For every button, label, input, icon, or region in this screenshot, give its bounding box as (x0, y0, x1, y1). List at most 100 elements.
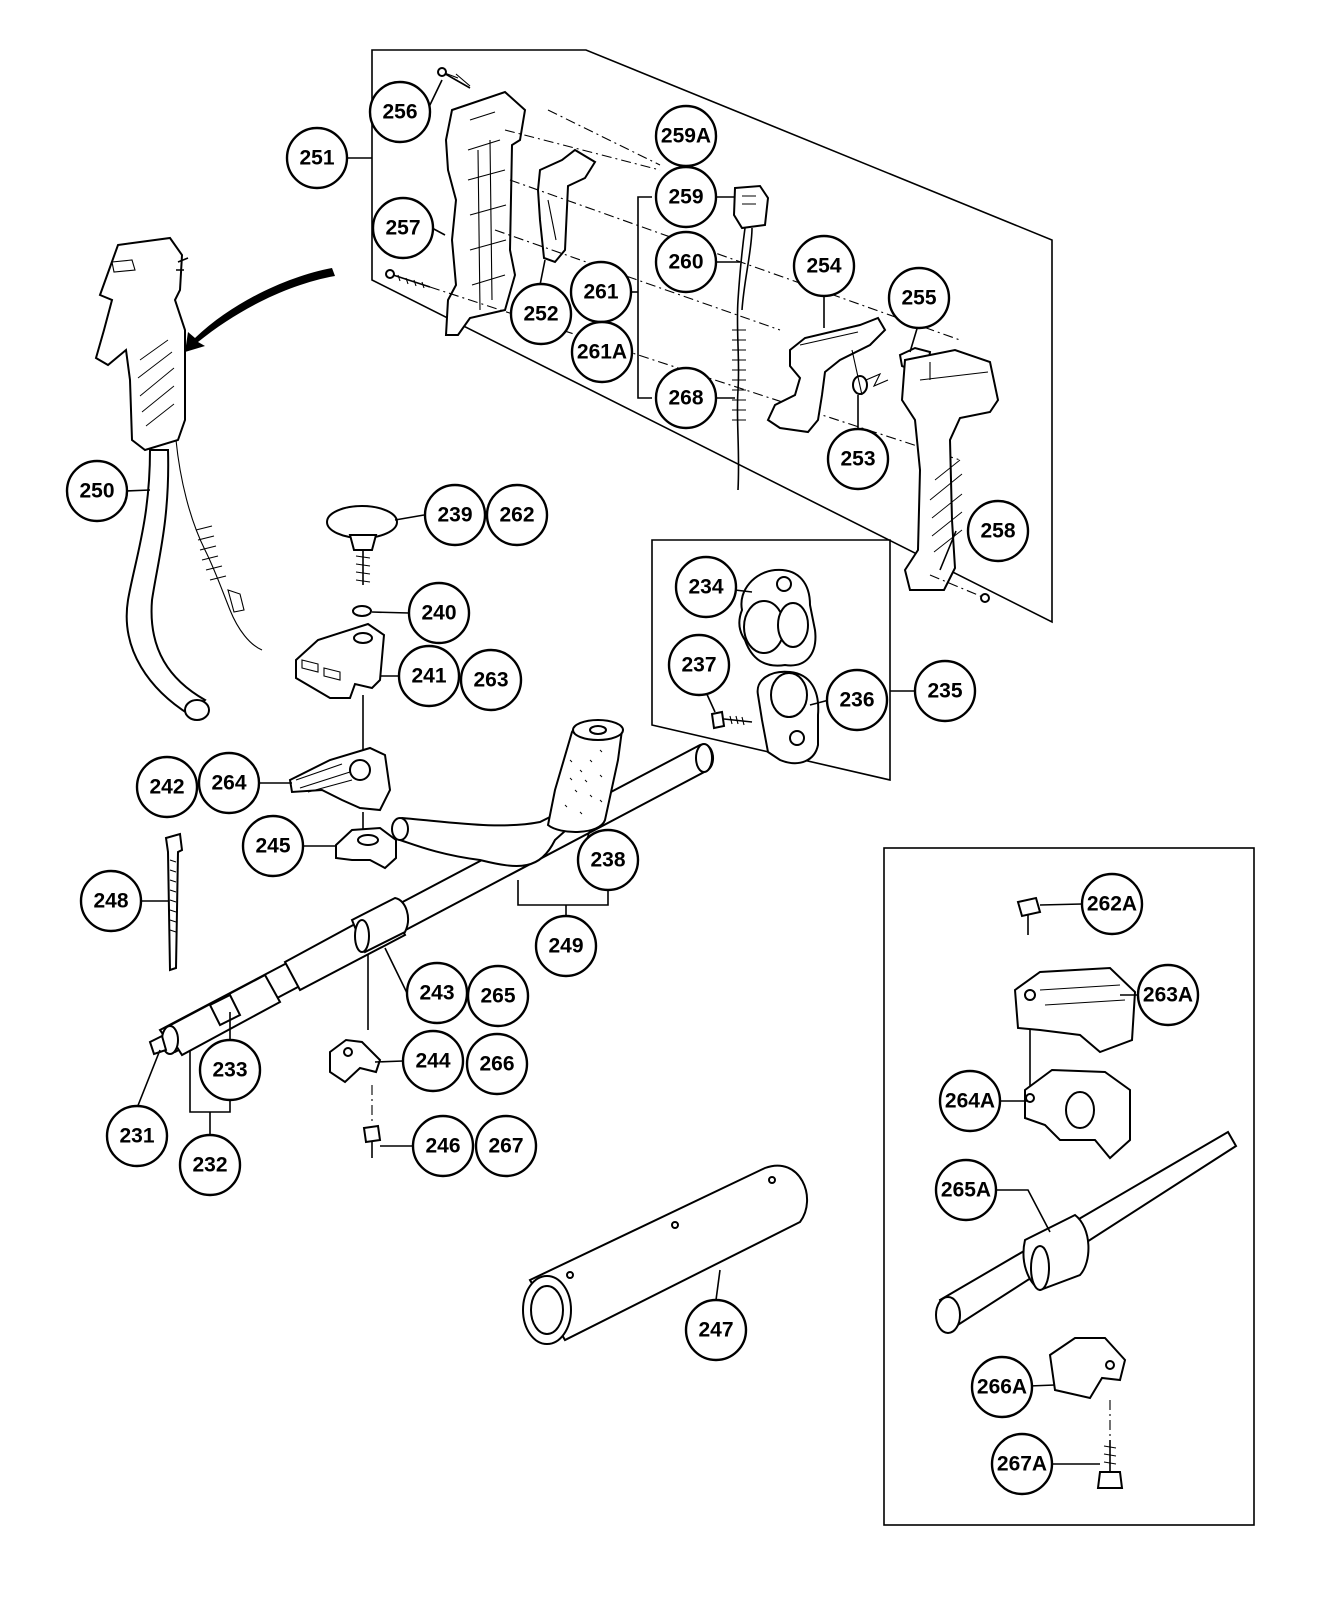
tube-232-part (148, 973, 282, 1057)
callout-263A: 263A (1136, 963, 1200, 1027)
handle-housing-left-half (441, 71, 527, 336)
callout-label: 250 (79, 480, 114, 503)
washer-240-part (352, 605, 372, 617)
callout-260: 260 (654, 230, 718, 294)
tube-243-part (283, 896, 409, 992)
bracket-236-part (756, 670, 820, 765)
callout-label: 253 (840, 448, 875, 471)
callout-258: 258 (966, 499, 1030, 563)
callout-235: 235 (913, 659, 977, 723)
callout-label: 259A (661, 125, 711, 148)
callout-label: 244 (415, 1050, 450, 1073)
callout-label: 246 (425, 1135, 460, 1158)
callout-label: 237 (681, 654, 716, 677)
callout-266: 266 (465, 1032, 529, 1096)
callout-label: 232 (192, 1154, 227, 1177)
bolt-237-part (710, 710, 753, 730)
handle-assembly-250-part (94, 236, 263, 721)
knob-239-part (326, 505, 398, 585)
callout-label: 240 (421, 602, 456, 625)
callout-label: 241 (411, 665, 446, 688)
callout-232: 232 (178, 1133, 242, 1197)
callout-label: 267 (488, 1135, 523, 1158)
callout-248: 248 (79, 869, 143, 933)
clamp-upper-241-part (295, 622, 386, 699)
callout-label: 235 (927, 680, 962, 703)
callout-label: 266A (977, 1376, 1027, 1399)
callout-label: 267A (997, 1453, 1047, 1476)
bolt-262A-part (1016, 896, 1042, 935)
inset-shaft (935, 1130, 1238, 1334)
handle-housing-right-half (900, 348, 1000, 603)
callout-268: 268 (654, 366, 718, 430)
bolt-267A-part (1096, 1440, 1124, 1489)
callout-label: 265 (480, 985, 515, 1008)
callout-262A: 262A (1080, 872, 1144, 936)
callout-label: 264 (211, 772, 246, 795)
callout-234: 234 (674, 555, 738, 619)
clamp-266A-part (1048, 1337, 1127, 1400)
callouts: 256 251 259A 259 257 260 254 261 252 255… (65, 80, 1200, 1496)
throttle-trigger-254-part (766, 316, 887, 434)
callout-label: 239 (437, 504, 472, 527)
callout-262: 262 (485, 483, 549, 547)
callout-label: 248 (93, 890, 128, 913)
mount-kit-box (651, 539, 891, 782)
clamp-264A-part (1024, 1068, 1131, 1160)
callout-265A: 265A (934, 1158, 998, 1222)
callout-255: 255 (887, 266, 951, 330)
callout-250: 250 (65, 459, 129, 523)
callout-251: 251 (285, 126, 349, 190)
callout-label: 245 (255, 835, 290, 858)
callout-label: 231 (119, 1125, 154, 1148)
callout-label: 257 (385, 217, 420, 240)
callout-label: 234 (688, 576, 723, 599)
lock-lever-252-part (536, 148, 597, 264)
callout-label: 249 (548, 935, 583, 958)
callout-label: 256 (382, 101, 417, 124)
callout-label: 251 (299, 147, 334, 170)
assembly-arrow (185, 268, 335, 352)
callout-261: 261 (569, 260, 633, 324)
callout-label: 238 (590, 849, 625, 872)
callout-246: 246 (411, 1114, 475, 1178)
leader-lines (125, 79, 1138, 1465)
callout-label: 264A (945, 1090, 995, 1113)
spring-253-part (851, 349, 889, 396)
callout-233: 233 (198, 1038, 262, 1102)
callout-240: 240 (407, 581, 471, 645)
throttle-handle-exploded-box (371, 49, 1053, 624)
callout-265: 265 (466, 964, 530, 1028)
callout-label: 258 (980, 520, 1015, 543)
callout-label: 260 (668, 251, 703, 274)
callout-label: 242 (149, 776, 184, 799)
clamp-244-part (329, 1038, 382, 1084)
callout-266A: 266A (970, 1355, 1034, 1419)
callout-label: 263 (473, 669, 508, 692)
callout-236: 236 (825, 668, 889, 732)
callout-label: 247 (698, 1319, 733, 1342)
callout-259A: 259A (654, 104, 718, 168)
callout-label: 243 (419, 982, 454, 1005)
callout-245: 245 (241, 814, 305, 878)
callout-261A: 261A (570, 320, 634, 384)
callout-243: 243 (405, 961, 469, 1025)
cable-tie-248-part (164, 832, 184, 972)
callout-253: 253 (826, 427, 890, 491)
callout-label: 259 (668, 186, 703, 209)
callout-label: 266 (479, 1053, 514, 1076)
grip-238-part (546, 719, 624, 833)
clamp-263A-part (1013, 966, 1137, 1054)
inset-clamp-box (883, 847, 1255, 1526)
callout-label: 262 (499, 504, 534, 527)
callout-231: 231 (105, 1104, 169, 1168)
clamp-lower-242-part (288, 746, 392, 812)
bracket-234-part (738, 568, 817, 667)
callout-242: 242 (135, 755, 199, 819)
callout-267: 267 (474, 1114, 538, 1178)
callout-267A: 267A (990, 1432, 1054, 1496)
callout-252: 252 (509, 282, 573, 346)
callout-label: 236 (839, 689, 874, 712)
callout-263: 263 (459, 648, 523, 712)
